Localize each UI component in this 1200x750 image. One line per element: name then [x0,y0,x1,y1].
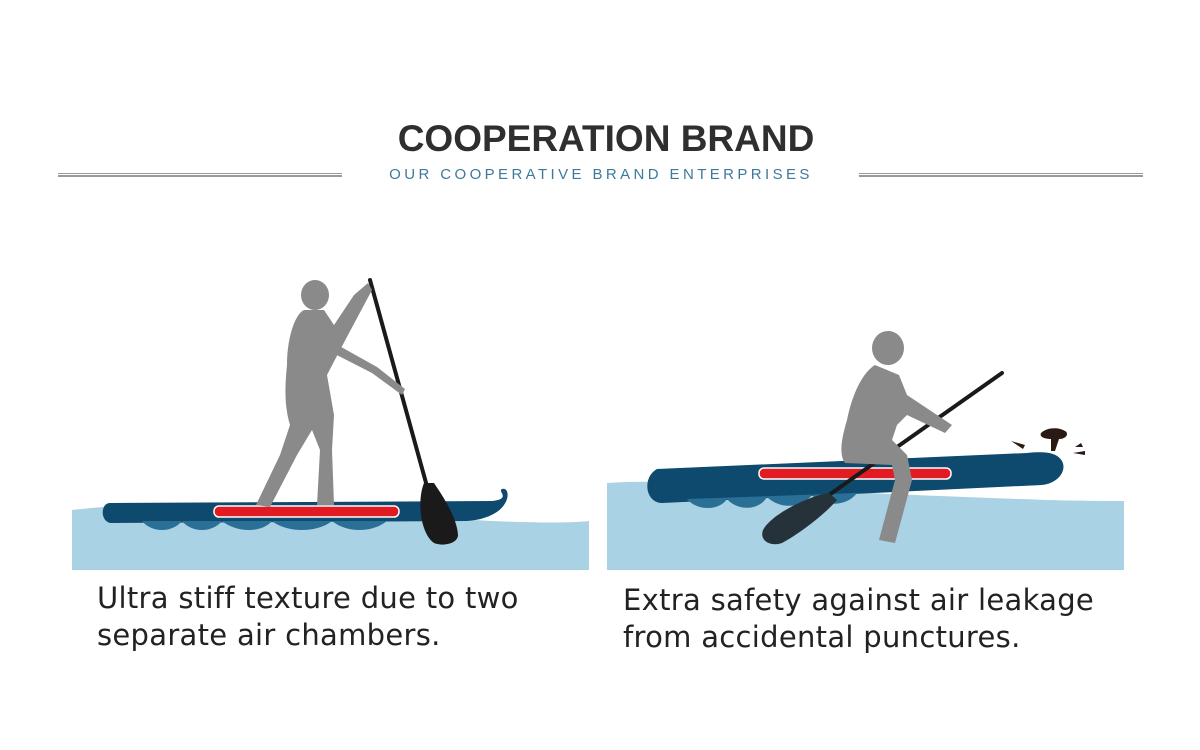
paddle-blade [762,493,837,545]
caption-right: Extra safety against air leakage from ac… [623,582,1143,656]
air-chamber [213,505,400,518]
paddler-figure [841,331,952,543]
caption-right-line2: from accidental punctures. [623,620,1021,654]
caption-left: Ultra stiff texture due to two separate … [97,580,577,654]
illustration-standup-paddler [72,255,589,570]
paddler-figure [256,280,405,507]
illustration-sitting-paddler [607,255,1124,570]
caption-right-line1: Extra safety against air leakage [623,583,1095,617]
divider-right [859,173,1143,177]
caption-left-line1: Ultra stiff texture due to two [97,581,519,615]
paddle-shaft [827,371,1004,497]
board-wave-bumps [142,521,387,530]
paddle-blade [420,483,458,545]
puncture-icon [1011,428,1085,455]
divider-left [58,173,342,177]
page-subtitle: OUR COOPERATIVE BRAND ENTERPRISES [389,166,813,183]
caption-left-line2: separate air chambers. [97,618,441,652]
page-title: COOPERATION BRAND [397,118,815,159]
